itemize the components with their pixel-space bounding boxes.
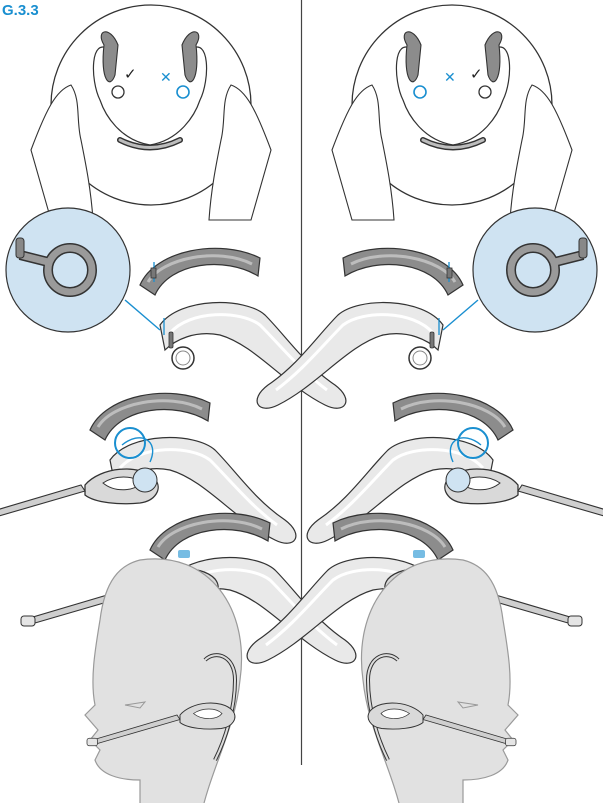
right-panel: ✕ ✓ [247, 5, 603, 803]
check-mark-right: ✓ [470, 65, 483, 83]
left-panel: ✓ ✕ [0, 5, 356, 803]
step-2-zoom-right [257, 208, 597, 408]
cross-mark-left: ✕ [160, 70, 172, 86]
step-1-circle: ✓ ✕ [31, 5, 271, 220]
step-5-worn-right [361, 559, 518, 803]
cross-mark-right: ✕ [444, 70, 456, 86]
step-1-circle-right [332, 5, 572, 220]
check-mark-left: ✓ [124, 65, 137, 83]
zoom-pointer-left [125, 300, 160, 330]
zoom-highlight-left [6, 208, 130, 332]
step-5-worn [85, 559, 242, 803]
